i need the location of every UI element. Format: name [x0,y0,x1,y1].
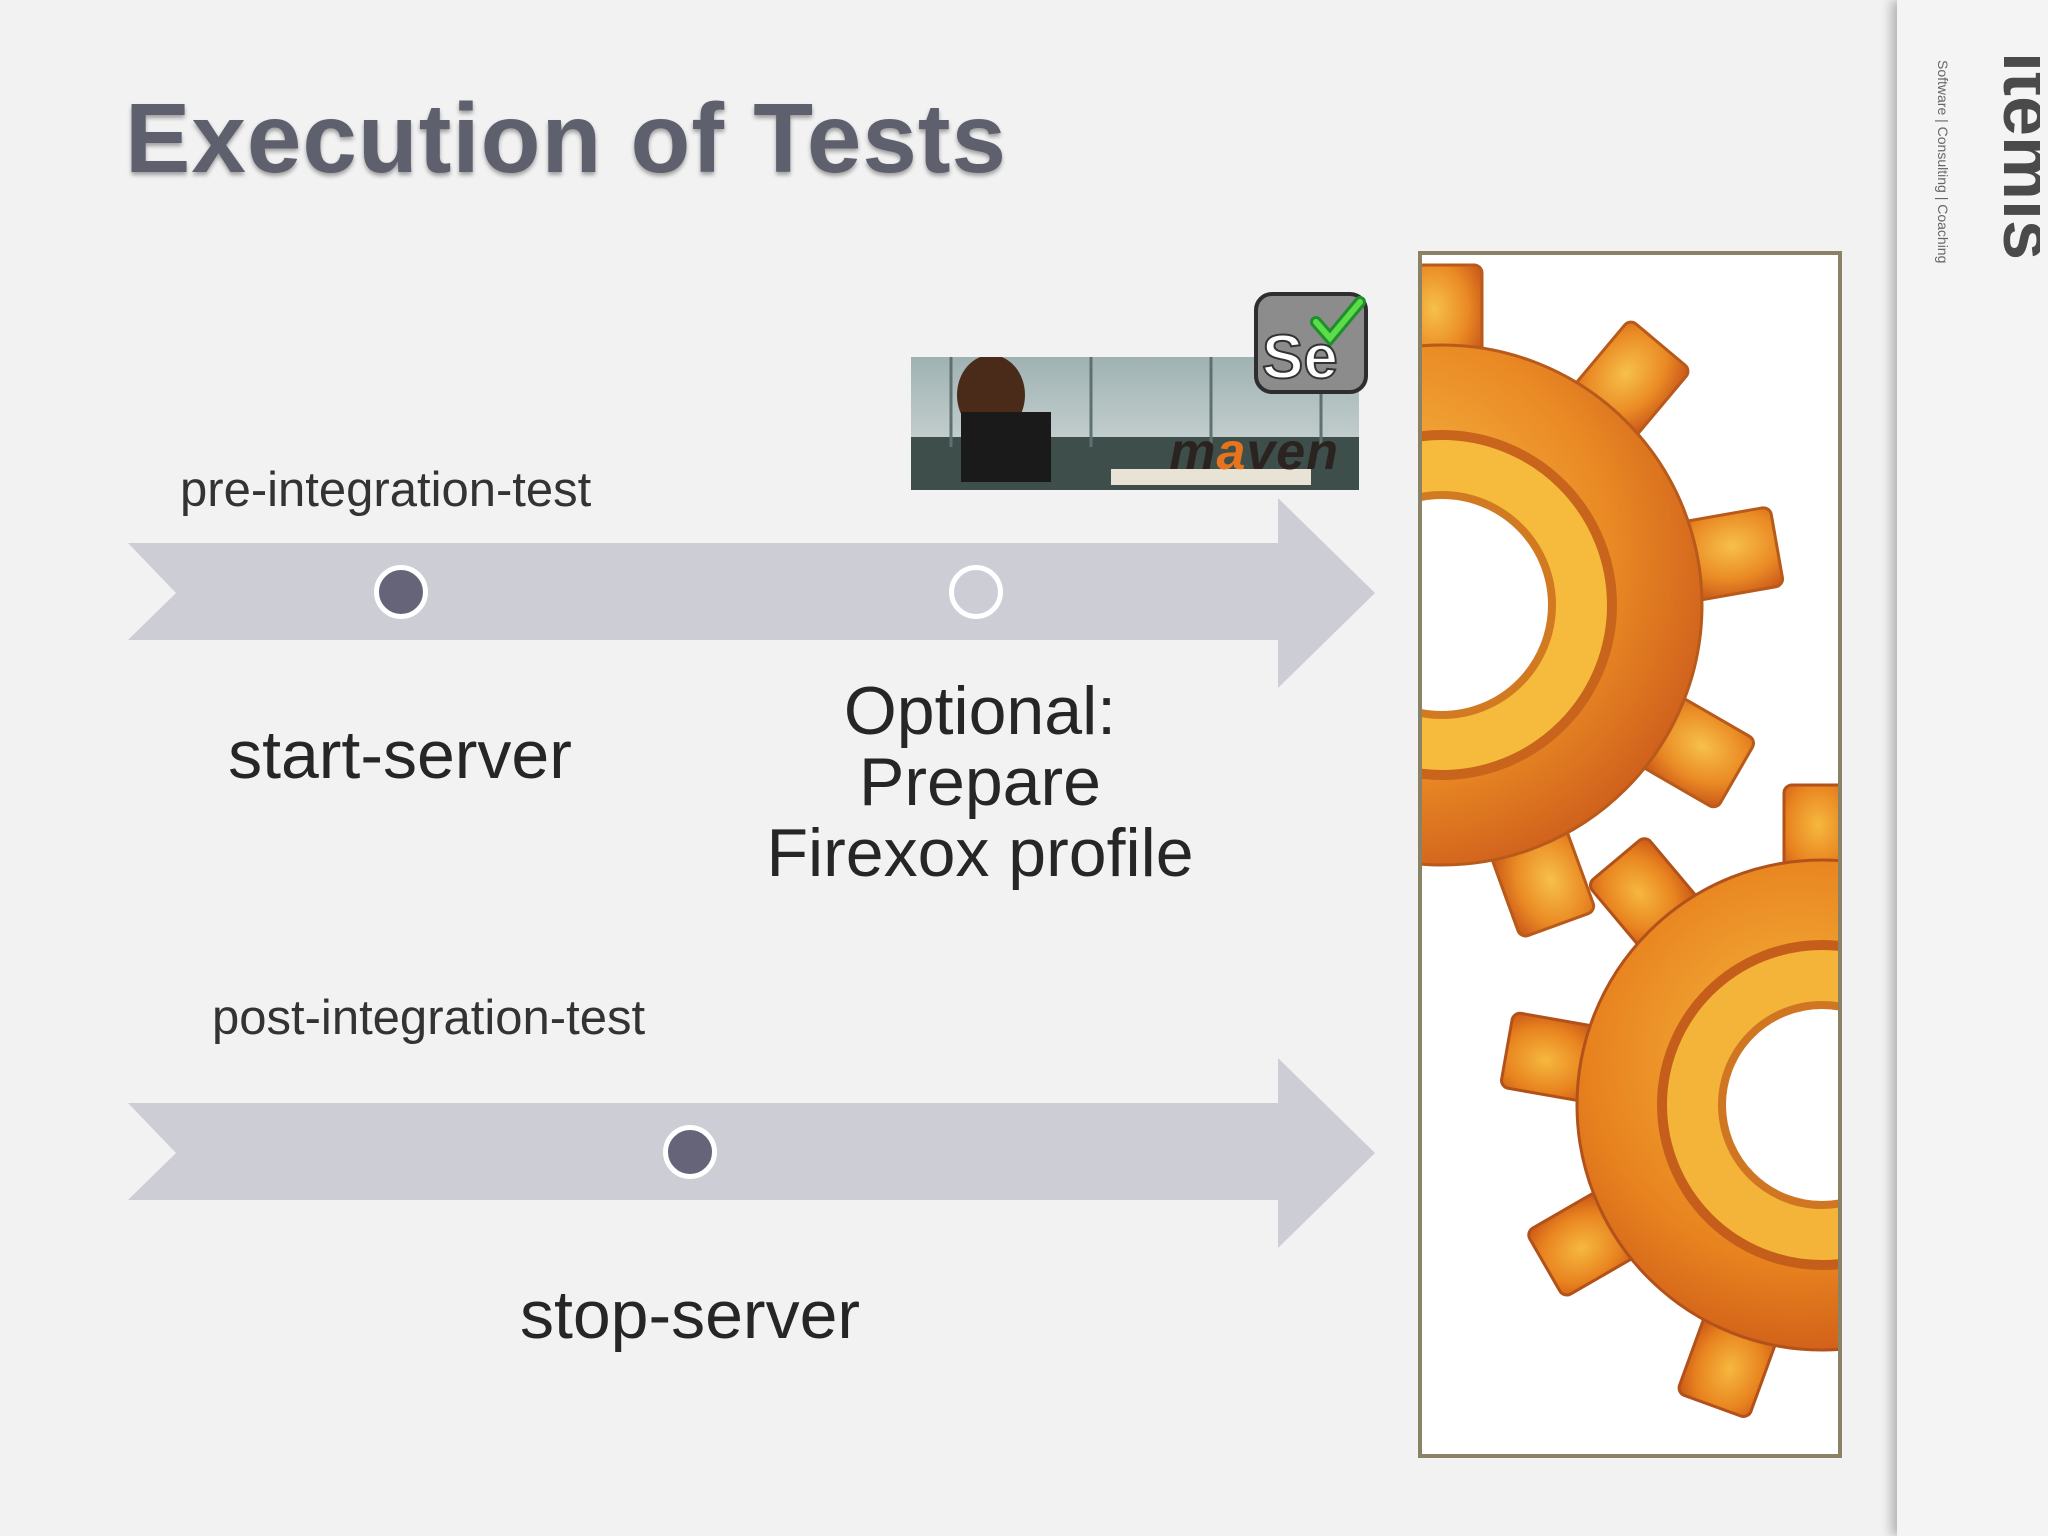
goal-marker-stop-server [663,1125,717,1179]
phase-label-pre-integration-test: pre-integration-test [180,463,592,517]
lower-gear [1500,783,1838,1418]
itemis-logo: itemis Software | Consulting | Coaching [1935,52,2040,263]
goal-label-stop-server: stop-server [519,1277,861,1353]
maven-image: maven [911,357,1359,490]
goal-line-firefox-profile: Firexox profile [766,815,1194,891]
maven-text: maven [1169,423,1339,481]
goal-line-optional: Optional: [843,673,1117,749]
office-photo [911,357,1359,490]
maven-wordmark: maven [1169,422,1339,482]
brand-sidebar [1897,0,2048,1536]
selenium-text: Se [1261,322,1339,393]
goal-line-prepare: Prepare [859,744,1101,820]
slide-title: Execution of Tests [125,83,1008,193]
brand-name: itemis [1988,52,2040,260]
upper-gear [1422,263,1785,938]
brand-tagline: Software | Consulting | Coaching [1935,60,1951,263]
timeline-arrow-post-integration [128,1058,1375,1248]
gears-image [1418,251,1842,1458]
phase-label-post-integration-test: post-integration-test [212,991,646,1045]
selenium-logo [1254,292,1368,394]
gears-icon [1422,263,1838,1418]
timeline-arrow-pre-integration [128,498,1375,688]
goal-label-firefox-profile: Optional: Prepare Firexox profile [720,676,1240,889]
goal-marker-firefox-profile [949,565,1003,619]
goal-label-start-server: start-server [228,717,572,793]
goal-marker-start-server [374,565,428,619]
